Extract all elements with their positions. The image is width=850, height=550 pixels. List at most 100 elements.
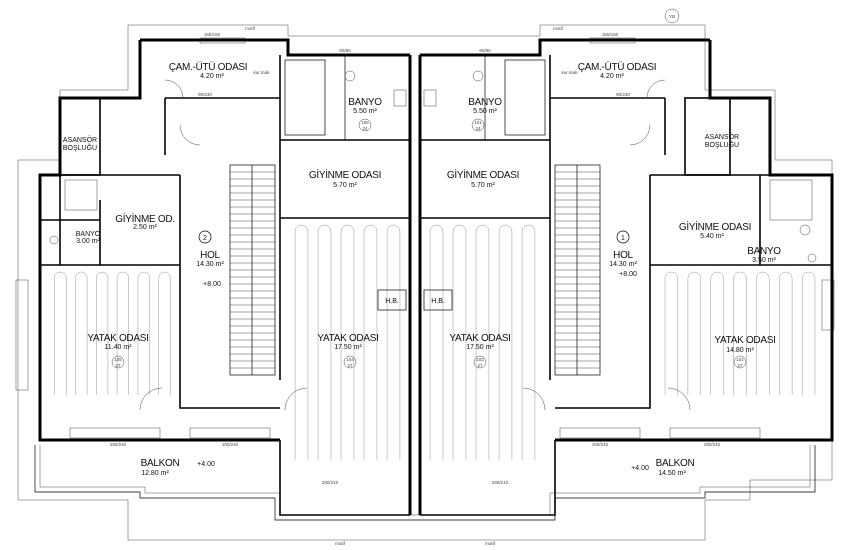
room-tag-sub: 27: [115, 363, 121, 368]
label-banyo-tr-area: 5.50 m²: [473, 108, 497, 115]
label-hol-left-level: +8.00: [203, 281, 221, 288]
label-yatak-mr-name: YATAK ODASI: [449, 333, 510, 344]
label-hol-right-level: +8.00: [619, 271, 637, 278]
label-asansor-right-1: ASANSÖR: [705, 133, 739, 141]
room-tag-number: 104: [346, 357, 354, 362]
label-banyo-left-area: 3.00 m²: [76, 238, 100, 245]
label-cam-left-area: 4.20 m²: [200, 73, 224, 80]
dim-280-left: 280/240: [110, 442, 127, 447]
floor-heating-loops: [54, 224, 816, 460]
door-swings: [139, 79, 691, 411]
room-labels: ÇAM.-ÜTÜ ODASI 4.20 m² BANYO 5.50 m² GİY…: [63, 61, 782, 477]
heating-loop: [363, 224, 378, 460]
label-giyinme-fr-name: GİYİNME ODASI: [679, 220, 751, 233]
label-yatak-fr-area: 14.80 m²: [726, 347, 754, 354]
heating-loop: [317, 224, 332, 460]
heating-loop: [779, 271, 793, 395]
tag-105-top: 105: [114, 357, 122, 362]
label-balkon-right-level: +4.00: [631, 465, 649, 472]
dim-280-right: 280/240: [704, 442, 721, 447]
label-cam-right-area: 4.20 m²: [600, 73, 624, 80]
dim-280210-right: 280/210: [492, 480, 509, 485]
kur-mak-right: kur.mak.: [561, 70, 578, 75]
dim-100-right: 100/240: [592, 442, 609, 447]
dim-280210-left: 280/210: [322, 480, 339, 485]
dim-60-left: 60/80: [339, 48, 351, 53]
label-banyo-tr-name: BANYO: [468, 97, 502, 108]
label-giyinme-left-area: 5.70 m²: [333, 182, 357, 189]
heating-loop: [54, 271, 67, 395]
room-tag-number: 106: [361, 120, 369, 125]
label-banyo-tl-name: BANYO: [348, 97, 382, 108]
label-balkon-left-area: 12.80 m²: [141, 470, 169, 477]
heating-loop: [452, 224, 467, 460]
label-banyo-tl-area: 5.50 m²: [353, 108, 377, 115]
dim-90-right: 90/230: [616, 92, 630, 97]
label-asansor-left-2: BOŞLUĞU: [63, 143, 97, 152]
heating-loop: [756, 271, 770, 395]
heating-loop: [340, 224, 355, 460]
label-yatak-fl-name: YATAK ODASI: [87, 333, 148, 344]
heating-loop: [498, 224, 513, 460]
motif-bottom-right: motif: [485, 541, 496, 546]
dim-60-right: 60/80: [479, 48, 491, 53]
label-giyinme-right-name: GİYİNME ODASI: [447, 168, 519, 181]
label-balkon-right-area: 14.50 m²: [658, 470, 686, 477]
heating-loop: [801, 271, 816, 395]
room-tag-number: 102: [736, 357, 744, 362]
building-outline: [17, 24, 833, 541]
heating-loop: [96, 271, 109, 395]
room-tag-sub: 24: [362, 126, 368, 131]
hb-shaft-right: [423, 289, 453, 311]
heating-loop: [521, 224, 536, 460]
heating-loop: [137, 271, 150, 395]
dim-150-left: 150/150: [204, 32, 221, 37]
label-banyo-left-name: BANYO: [76, 231, 101, 238]
unit-markers: 2 1 YB: [198, 8, 680, 244]
label-yatak-ml-name: YATAK ODASI: [317, 333, 378, 344]
label-hb-left: H.B.: [385, 298, 399, 305]
fixtures: [49, 70, 817, 263]
label-banyo-right-area: 3.50 m²: [752, 257, 776, 264]
label-cam-left-name: ÇAM.-ÜTÜ ODASI: [169, 61, 248, 73]
label-balkon-left-name: BALKON: [141, 458, 180, 469]
heating-loop: [75, 271, 88, 395]
label-hol-right-name: HOL: [613, 250, 633, 261]
label-balkon-right-name: BALKON: [656, 458, 695, 469]
room-tag-number: 103: [476, 357, 484, 362]
unit-marker-1: 1: [621, 235, 625, 242]
hb-shaft-left: [377, 289, 407, 311]
stair-steps: [230, 171, 600, 369]
label-yatak-fr-name: YATAK ODASI: [714, 335, 775, 346]
label-cam-right-name: ÇAM.-ÜTÜ ODASI: [578, 61, 657, 73]
label-balkon-left-level: +4.00: [197, 461, 215, 468]
room-tag-sub: 27: [477, 363, 483, 368]
label-yatak-ml-area: 17.50 m²: [334, 344, 362, 351]
label-giyinme-od-name: GİYİNME OD.: [115, 212, 174, 225]
label-hol-right-area: 14.30 m²: [609, 261, 637, 268]
room-tag-sub: 27: [737, 363, 743, 368]
room-tag-sub: 27: [347, 363, 353, 368]
heating-loop: [116, 271, 129, 395]
heating-loop: [687, 271, 701, 395]
label-asansor-left-1: ASANSÖR: [63, 136, 97, 144]
label-giyinme-fr-area: 5.40 m²: [700, 233, 724, 240]
dim-90-left: 90/230: [198, 92, 212, 97]
kur-mak-left: kur.mak.: [253, 70, 270, 75]
dim-100-left: 100/240: [222, 442, 239, 447]
label-yatak-fl-area: 11.40 m²: [104, 344, 132, 351]
label-giyinme-right-area: 5.70 m²: [471, 182, 495, 189]
interior-walls: [40, 55, 832, 409]
room-tag-number: 101: [474, 120, 482, 125]
dimension-labels: 150/150 150/150 60/80 60/80 90/230 90/23…: [110, 26, 721, 546]
heating-loop: [429, 224, 444, 460]
heating-loop: [710, 271, 724, 395]
label-hol-left-name: HOL: [200, 250, 220, 261]
heating-loop: [733, 271, 747, 395]
windows: [15, 37, 835, 439]
room-tag-sub: 24: [475, 126, 481, 131]
heating-loop: [386, 224, 401, 460]
heating-loop: [664, 271, 679, 395]
unit-marker-2: 2: [203, 235, 207, 242]
